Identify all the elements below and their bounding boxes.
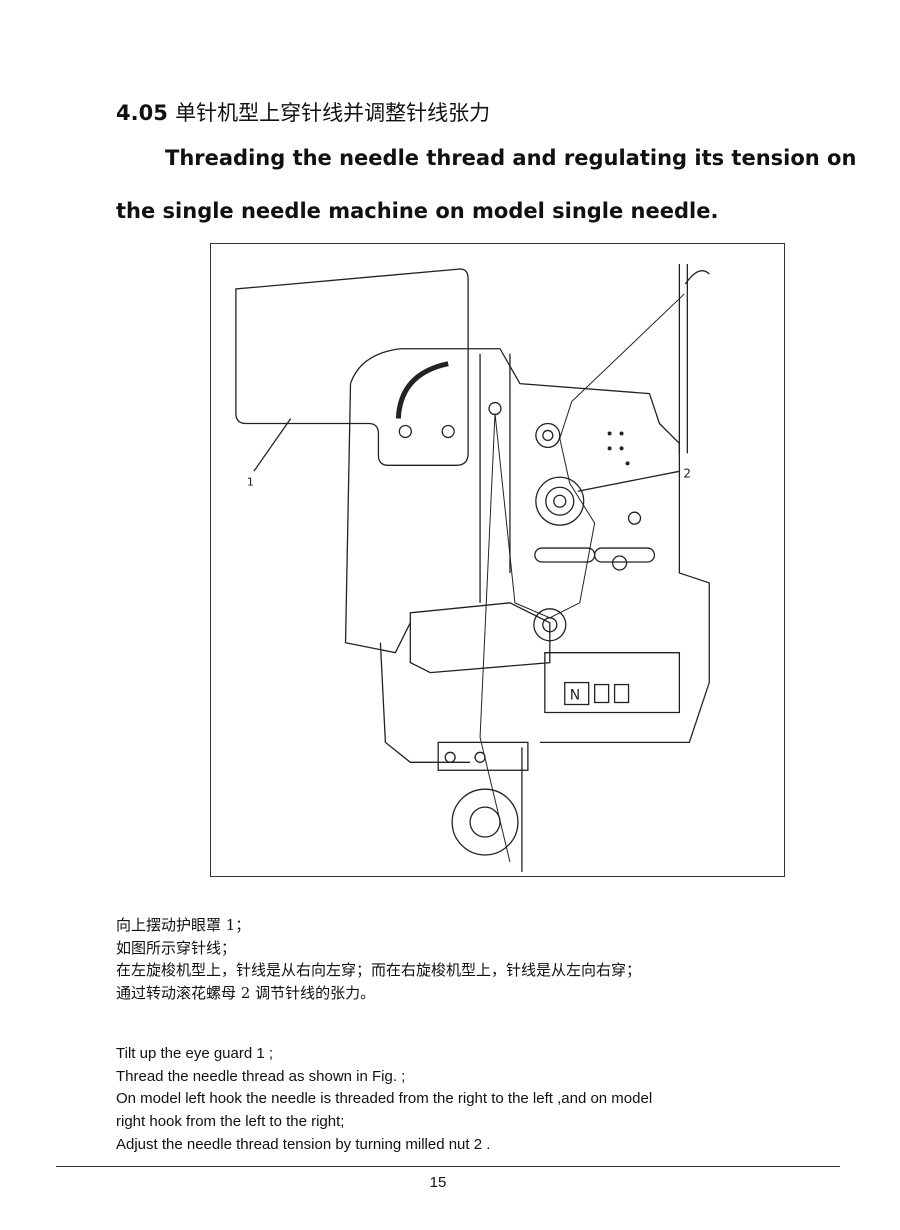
english-instruction: right hook from the left to the right; [116,1113,345,1131]
english-instructions: Tilt up the eye guard 1 ; Thread the nee… [116,1043,652,1157]
chinese-instructions: 向上摆动护眼罩 1； 如图所示穿针线； 在左旋梭机型上，针线是从右向左穿；而在右… [116,914,641,1004]
chinese-instruction: 向上摆动护眼罩 1； [116,916,251,934]
section-title-chinese: 单针机型上穿针线并调整针线张力 [175,101,491,125]
page-number: 15 [429,1174,447,1191]
english-instruction: Tilt up the eye guard 1 ; [116,1045,274,1062]
threading-diagram: 1 N 2 [210,243,785,877]
english-instruction: Adjust the needle thread tension by turn… [116,1135,491,1153]
footer-divider [56,1166,840,1167]
english-instruction: On model left hook the needle is threade… [116,1090,653,1108]
label-1: 1 [247,475,254,488]
section-heading: 4.05 单针机型上穿针线并调整针线张力 [116,97,490,127]
section-number: 4.05 [116,101,168,125]
chinese-instruction: 如图所示穿针线； [116,938,237,957]
label-2: 2 [683,466,691,480]
subtitle-line-2: the single needle machine on model singl… [116,199,719,223]
subtitle-line-1: Threading the needle thread and regulati… [165,146,857,170]
panel-label: N [570,688,580,704]
chinese-instruction: 通过转动滚花螺母 2 调节针线的张力。 [116,983,376,1002]
chinese-instruction: 在左旋梭机型上，针线是从右向左穿；而在右旋梭机型上，针线是从左向右穿； [116,961,642,979]
eye-guard [235,268,469,466]
english-instruction: Thread the needle thread as shown in Fig… [116,1067,406,1085]
